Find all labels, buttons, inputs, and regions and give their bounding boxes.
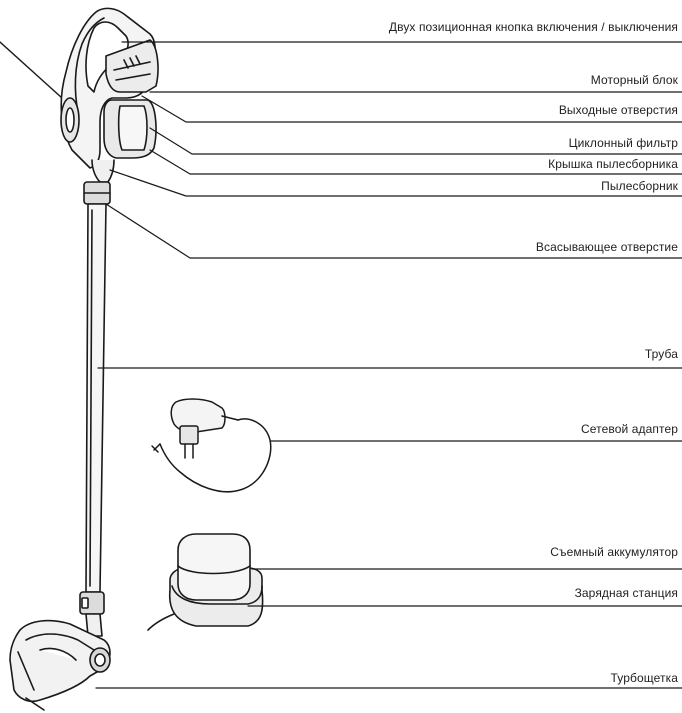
label-dust-bin-lid: Крышка пылесборника: [548, 157, 678, 171]
pointer-dust-bin: [109, 169, 682, 197]
power-adapter: [151, 398, 272, 493]
vacuum-tube: [79, 203, 107, 637]
pointer-exhaust-holes: [141, 95, 682, 123]
label-removable-battery: Съемный аккумулятор: [550, 545, 678, 559]
label-exhaust-holes: Выходные отверстия: [558, 103, 678, 117]
turbo-brush: [9, 619, 111, 711]
label-motor-unit: Моторный блок: [590, 73, 678, 87]
battery-and-station: [147, 533, 264, 631]
stray-pointer-line: [0, 41, 63, 99]
label-tube: Труба: [644, 347, 678, 361]
label-power-button: Двух позиционная кнопка включения / выкл…: [388, 20, 678, 34]
pointer-suction-inlet: [105, 203, 682, 259]
vacuum-handle: [60, 7, 159, 169]
label-charging-station: Зарядная станция: [574, 586, 678, 600]
pointer-dust-bin-lid: [149, 149, 682, 175]
dust-bin-body: [91, 99, 157, 183]
label-dust-bin: Пылесборник: [601, 179, 678, 193]
label-power-adapter: Сетевой адаптер: [581, 422, 678, 436]
pointer-lines: [95, 41, 682, 689]
label-turbo-brush: Турбощетка: [610, 671, 678, 685]
pointer-cyclone-filter: [149, 127, 682, 155]
label-cyclone-filter: Циклонный фильтр: [568, 136, 678, 150]
label-suction-inlet: Всасывающее отверстие: [535, 240, 678, 254]
